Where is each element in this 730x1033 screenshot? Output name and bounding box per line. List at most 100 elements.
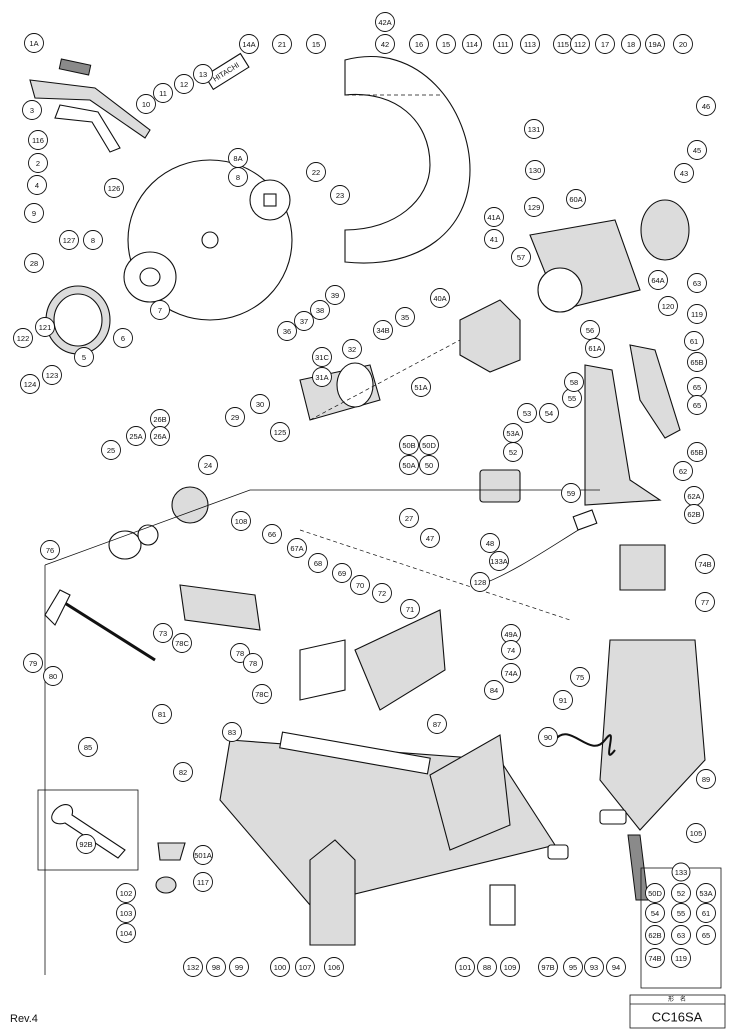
callout-label: 81 (158, 710, 166, 719)
callout-label: 7 (158, 306, 162, 315)
callout-65: 65 (687, 377, 707, 397)
callout-82: 82 (173, 762, 193, 782)
callout-label: 62B (648, 931, 661, 940)
callout-130: 130 (525, 160, 545, 180)
callout-123: 123 (42, 365, 62, 385)
callout-label: 80 (49, 672, 57, 681)
guard-arm (54, 104, 121, 153)
callout-label: 119 (691, 310, 703, 319)
callout-22: 22 (306, 162, 326, 182)
callout-121: 121 (35, 317, 55, 337)
callout-76: 76 (40, 540, 60, 560)
callout-label: 24 (204, 461, 212, 470)
callout-42: 42 (375, 34, 395, 54)
callout-label: 111 (497, 40, 508, 49)
callout-79: 79 (23, 653, 43, 673)
callout-label: 78 (236, 649, 244, 658)
callout-74B: 74B (645, 948, 665, 968)
callout-label: 114 (466, 40, 478, 49)
callout-15: 15 (306, 34, 326, 54)
callout-112: 112 (570, 34, 590, 54)
callout-label: 83 (228, 728, 236, 737)
callout-41A: 41A (484, 207, 504, 227)
callout-12: 12 (174, 74, 194, 94)
callout-label: 64A (651, 276, 664, 285)
callout-81: 81 (152, 704, 172, 724)
callout-label: 132 (187, 963, 200, 972)
callout-62B: 62B (645, 925, 665, 945)
wrench (51, 804, 126, 859)
switch-lever (629, 344, 681, 439)
callout-24: 24 (198, 455, 218, 475)
wrench-inset-box (37, 789, 139, 871)
callout-83: 83 (222, 722, 242, 742)
callout-label: 130 (529, 166, 542, 175)
callout-129: 129 (524, 197, 544, 217)
callout-53A: 53A (503, 423, 523, 443)
callout-label: 78C (175, 639, 189, 648)
callout-label: 74B (648, 954, 661, 963)
gear-housing (459, 299, 521, 373)
base-slot (279, 731, 431, 775)
callout-label: 4 (35, 181, 39, 190)
callout-label: 53A (506, 429, 519, 438)
callout-62A: 62A (684, 486, 704, 506)
callout-label: 129 (528, 203, 541, 212)
shaft-94 (547, 844, 569, 860)
callout-label: 105 (690, 829, 703, 838)
callout-48: 48 (480, 533, 500, 553)
callout-label: 131 (528, 125, 541, 134)
callout-80: 80 (43, 666, 63, 686)
callout-label: 31C (315, 353, 329, 362)
callout-107: 107 (295, 957, 315, 977)
callout-91: 91 (553, 690, 573, 710)
callout-label: 78C (255, 690, 269, 699)
callout-label: 35 (401, 313, 409, 322)
callout-38: 38 (310, 300, 330, 320)
callout-92B: 92B (76, 834, 96, 854)
callout-78: 78 (243, 653, 263, 673)
callout-label: 104 (120, 929, 133, 938)
callout-17: 17 (595, 34, 615, 54)
callout-label: 21 (278, 40, 286, 49)
bearing-24 (108, 530, 142, 560)
callout-71: 71 (400, 599, 420, 619)
callout-label: 52 (677, 889, 685, 898)
callout-31A: 31A (312, 367, 332, 387)
callout-119: 119 (687, 304, 707, 324)
callout-label: 107 (299, 963, 312, 972)
callout-label: 3 (30, 106, 34, 115)
callout-label: 109 (504, 963, 517, 972)
model-header: 形 名 (668, 995, 686, 1003)
callout-50A: 50A (399, 455, 419, 475)
chip-guard (309, 839, 356, 946)
callout-label: 52 (509, 448, 517, 457)
callout-13: 13 (193, 64, 213, 84)
callout-label: 51A (414, 383, 427, 392)
callout-label: 101 (459, 963, 472, 972)
callout-label: 25A (129, 432, 142, 441)
callout-label: 50 (425, 461, 433, 470)
model-number: CC16SA (652, 1010, 703, 1025)
callout-label: 100 (274, 963, 287, 972)
parts-artwork (29, 56, 706, 975)
callout-label: 79 (29, 659, 37, 668)
callout-label: 87 (433, 720, 441, 729)
callout-101: 101 (455, 957, 475, 977)
callout-124: 124 (20, 374, 40, 394)
callout-88: 88 (477, 957, 497, 977)
stopper (157, 842, 186, 861)
callout-label: 63 (677, 931, 685, 940)
callout-35: 35 (395, 307, 415, 327)
callout-1A: 1A (24, 33, 44, 53)
callout-52: 52 (671, 883, 691, 903)
callout-40A: 40A (430, 288, 450, 308)
callout-label: 11 (159, 89, 167, 98)
callout-label: 26B (153, 415, 166, 424)
callout-label: 119 (675, 954, 687, 963)
callout-102: 102 (116, 883, 136, 903)
callout-8A: 8A (228, 148, 248, 168)
vise-jaw-right (354, 609, 446, 711)
